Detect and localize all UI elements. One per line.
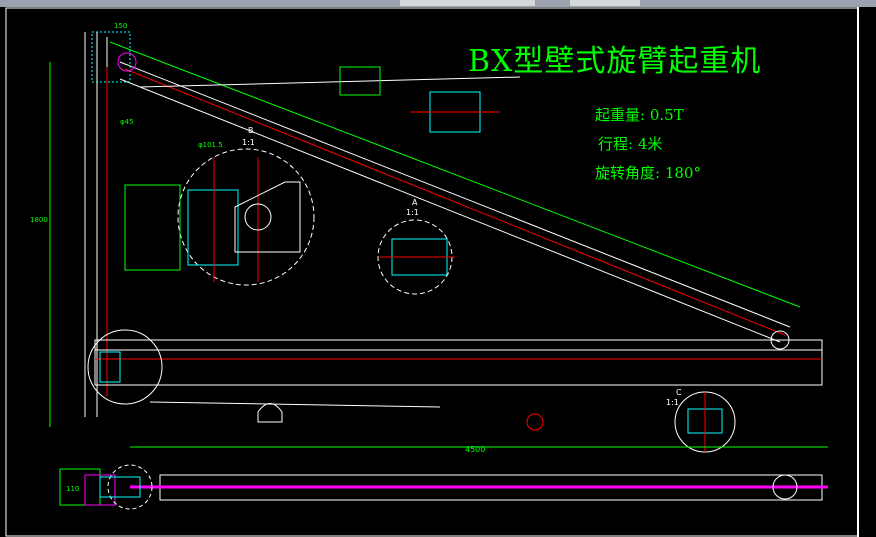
drawing-title: BX型壁式旋臂起重机 xyxy=(468,44,762,79)
detail-view-a xyxy=(377,219,455,295)
cantilever-beam xyxy=(87,329,823,405)
detail-view-c xyxy=(149,391,736,453)
view-a-label: A xyxy=(412,198,418,207)
spec-label: 行程: xyxy=(598,135,634,153)
toolbar-tab[interactable] xyxy=(570,0,640,6)
pin-diameter-dimension: φ45 xyxy=(120,118,134,126)
diagonal-tie-rod xyxy=(91,31,801,343)
view-b-scale: 1:1 xyxy=(242,138,255,147)
bottom-width-dimension: 110 xyxy=(66,485,79,493)
spec-rotation: 旋转角度: 180° xyxy=(595,162,701,183)
spec-value: 0.5T xyxy=(649,106,684,124)
plan-view xyxy=(59,446,828,510)
detail-view-top xyxy=(339,66,500,133)
cad-drawing-canvas[interactable]: 4500 110 150 1800 φ45 φ101.5 B 1:1 A 1:1… xyxy=(0,7,876,537)
top-width-dimension: 150 xyxy=(114,22,127,30)
spec-value: 4米 xyxy=(637,135,663,153)
detail-view-b xyxy=(124,148,315,286)
view-b-label: B xyxy=(248,126,254,135)
spec-label: 起重量: xyxy=(595,106,646,124)
toolbar-tab[interactable] xyxy=(400,0,535,6)
spec-label: 旋转角度: xyxy=(595,164,661,182)
detail-diameter-dimension: φ101.5 xyxy=(198,141,223,149)
spec-travel: 行程: 4米 xyxy=(598,133,662,154)
view-c-scale: 1:1 xyxy=(666,398,679,407)
wall-column xyxy=(49,32,108,427)
view-c-label: C xyxy=(676,388,682,397)
viewer-toolbar xyxy=(0,0,876,7)
column-height-dimension: 1800 xyxy=(30,216,48,224)
beam-length-dimension: 4500 xyxy=(465,445,485,454)
spec-capacity: 起重量: 0.5T xyxy=(595,104,684,125)
spec-value: 180° xyxy=(664,164,701,182)
view-a-scale: 1:1 xyxy=(406,208,419,217)
